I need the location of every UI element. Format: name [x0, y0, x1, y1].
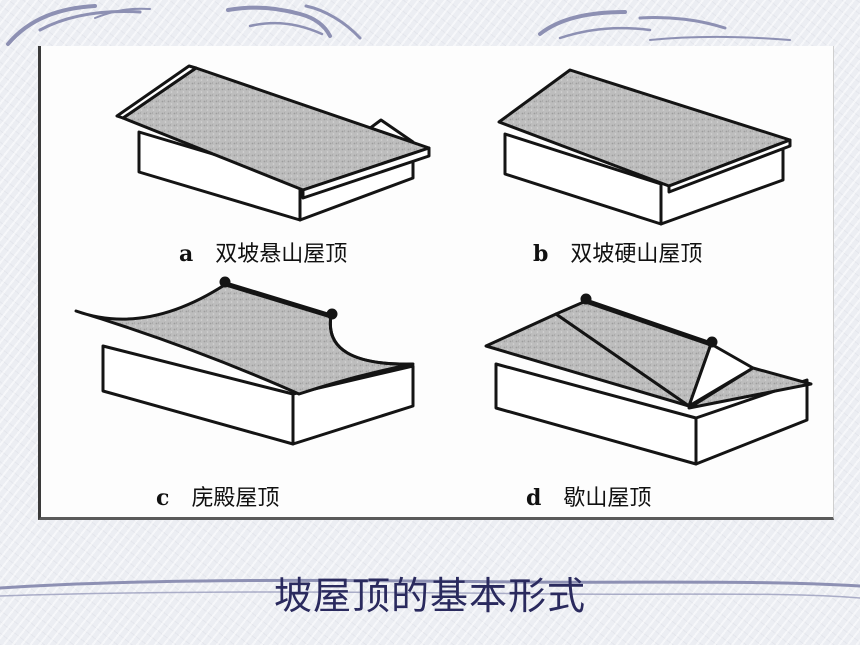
- caption-c-label: 庑殿屋顶: [191, 486, 280, 511]
- drawing-b-yingshan-roof: [497, 68, 792, 226]
- caption-d: d 歇山屋顶: [526, 480, 651, 512]
- figure-panel: a 双坡悬山屋顶 b 双坡硬山屋顶 c 庑殿屋顶 d 歇山屋顶: [38, 46, 834, 520]
- caption-a-letter: a: [179, 241, 194, 267]
- caption-b: b 双坡硬山屋顶: [533, 236, 702, 268]
- drawing-c-wudian-roof: [74, 276, 415, 446]
- drawing-d-xieshan-roof: [484, 293, 813, 466]
- caption-a: a 双坡悬山屋顶: [179, 236, 347, 268]
- caption-b-letter: b: [533, 241, 549, 267]
- caption-c: c 庑殿屋顶: [156, 480, 279, 512]
- caption-a-label: 双坡悬山屋顶: [215, 242, 348, 267]
- caption-d-letter: d: [526, 485, 542, 511]
- caption-b-label: 双坡硬山屋顶: [570, 242, 703, 267]
- caption-d-label: 歇山屋顶: [563, 486, 652, 511]
- caption-c-letter: c: [156, 485, 170, 511]
- slide-title: 坡屋顶的基本形式: [273, 574, 586, 618]
- roof-drawings: [74, 64, 813, 466]
- drawing-a-xuanshan-roof: [115, 64, 431, 222]
